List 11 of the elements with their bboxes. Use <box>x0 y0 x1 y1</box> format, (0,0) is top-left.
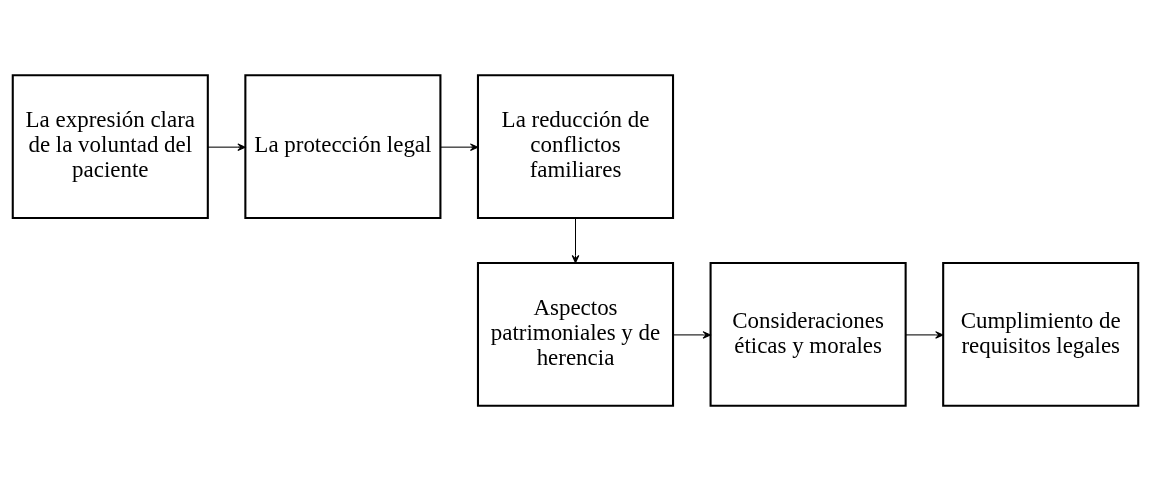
arrow <box>571 217 580 263</box>
node-box: La expresión clara de la voluntad del paciente <box>11 73 209 219</box>
node-box: Consideraciones éticas y morales <box>709 261 907 407</box>
arrow <box>672 330 711 339</box>
arrow <box>207 142 246 151</box>
node-box: Cumplimiento de requisitos legales <box>942 261 1140 407</box>
arrow <box>905 330 944 339</box>
node-box: Aspectos patrimoniales y de herencia <box>476 261 675 407</box>
node-box: La protección legal <box>244 73 442 219</box>
arrow <box>440 142 479 151</box>
node-box: La reducción de conflictos familiares <box>476 73 675 219</box>
